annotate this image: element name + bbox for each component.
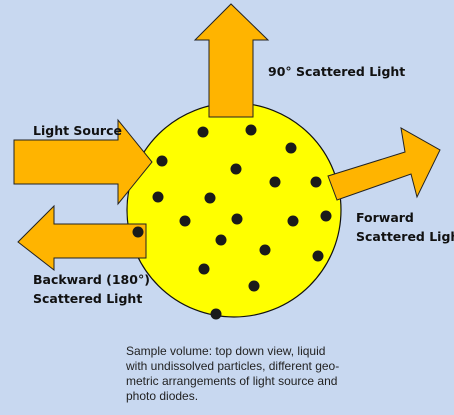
particle (245, 124, 257, 136)
particle (132, 226, 144, 238)
particles (132, 124, 332, 320)
backward-scattered-arrow (17, 204, 147, 272)
caption-line: Sample volume: top down view, liquid (126, 344, 326, 358)
particle (230, 163, 242, 175)
particle (310, 176, 322, 188)
particle (287, 215, 299, 227)
particle (152, 191, 164, 203)
forward-label-line2: Scattered Light (356, 229, 454, 244)
caption: Sample volume: top down view, liquid wit… (126, 344, 426, 404)
particle (198, 263, 210, 275)
particle (231, 213, 243, 225)
sample-volume-circle (126, 102, 342, 318)
light-source-label: Light Source (33, 123, 122, 138)
particle (215, 234, 227, 246)
scattered-90-arrow (193, 3, 270, 118)
scattered-90-label: 90° Scattered Light (268, 64, 406, 79)
forward-label-line1: Forward (356, 210, 414, 225)
caption-line: photo diodes. (126, 389, 199, 403)
caption-line: metric arrangements of light source and (126, 374, 338, 388)
particle (179, 215, 191, 227)
particle (312, 250, 324, 262)
particle (259, 244, 271, 256)
particle (156, 155, 168, 167)
particle (285, 142, 297, 154)
particle (197, 126, 209, 138)
particle (210, 308, 222, 320)
particle (320, 210, 332, 222)
light-source-arrow (13, 118, 153, 206)
particle (204, 192, 216, 204)
forward-scattered-arrow (327, 127, 441, 201)
caption-line: with undissolved particles, different ge… (126, 359, 340, 373)
particle (269, 176, 281, 188)
backward-label-line1: Backward (180°) (33, 272, 150, 287)
backward-label-line2: Scattered Light (33, 291, 143, 306)
particle (248, 280, 260, 292)
